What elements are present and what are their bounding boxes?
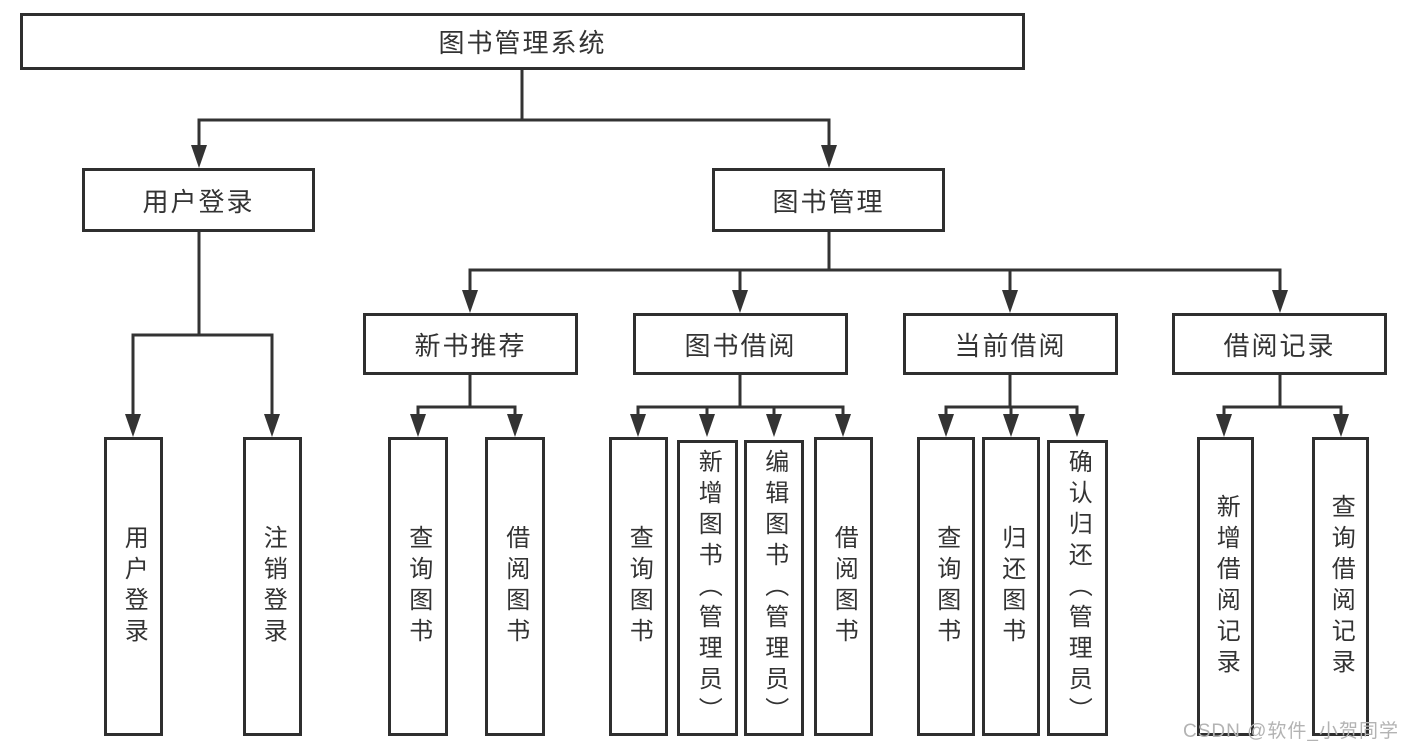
node-user-login: 用户登录 xyxy=(82,168,315,232)
node-current-borrowing-label: 当前借阅 xyxy=(954,330,1067,361)
arrow-down-icon xyxy=(191,145,207,168)
leaf-add-book-admin-label: 新增图书（管理员） xyxy=(694,448,722,728)
node-new-book-recommend-label: 新书推荐 xyxy=(414,330,527,361)
node-root: 图书管理系统 xyxy=(20,13,1025,70)
connector-root xyxy=(191,70,837,168)
node-book-borrowing-label: 图书借阅 xyxy=(684,330,797,361)
arrow-down-icon xyxy=(1216,414,1232,437)
leaf-confirm-return-admin-label: 确认归还（管理员） xyxy=(1064,448,1092,728)
leaf-query-borrow-record-label: 查询借阅记录 xyxy=(1327,493,1355,680)
node-user-login-label: 用户登录 xyxy=(142,186,255,217)
arrow-down-icon xyxy=(766,414,782,437)
arrow-down-icon xyxy=(264,414,280,437)
connector-book-management xyxy=(462,232,1288,313)
leaf-query-books-borrow-label: 查询图书 xyxy=(625,524,653,649)
node-root-label: 图书管理系统 xyxy=(438,28,607,58)
leaf-borrow-books-recommend-label: 借阅图书 xyxy=(501,524,529,649)
connector-book-borrowing xyxy=(630,375,851,437)
arrow-down-icon xyxy=(835,414,851,437)
leaf-borrow-books-borrow: 借阅图书 xyxy=(814,437,873,736)
arrow-down-icon xyxy=(462,290,478,313)
leaf-add-book-admin: 新增图书（管理员） xyxy=(677,440,738,736)
leaf-query-books-current-label: 查询图书 xyxy=(932,524,960,649)
leaf-edit-book-admin: 编辑图书（管理员） xyxy=(744,440,804,736)
leaf-borrow-books-recommend: 借阅图书 xyxy=(485,437,545,736)
leaf-query-books-recommend: 查询图书 xyxy=(388,437,448,736)
node-book-management-label: 图书管理 xyxy=(772,186,885,217)
node-borrowing-records: 借阅记录 xyxy=(1172,313,1387,375)
connector-borrowing-records xyxy=(1216,375,1349,437)
connector-current-borrowing xyxy=(938,375,1085,437)
leaf-query-borrow-record: 查询借阅记录 xyxy=(1312,437,1369,736)
arrow-down-icon xyxy=(732,290,748,313)
arrow-down-icon xyxy=(1272,290,1288,313)
leaf-return-books-label: 归还图书 xyxy=(997,524,1025,649)
arrow-down-icon xyxy=(507,414,523,437)
node-book-borrowing: 图书借阅 xyxy=(633,313,848,375)
leaf-query-books-current: 查询图书 xyxy=(917,437,975,736)
connector-new-book-recommend xyxy=(410,375,523,437)
arrow-down-icon xyxy=(1002,290,1018,313)
arrow-down-icon xyxy=(938,414,954,437)
node-book-management: 图书管理 xyxy=(712,168,945,232)
arrow-down-icon xyxy=(699,414,715,437)
node-current-borrowing: 当前借阅 xyxy=(903,313,1118,375)
leaf-borrow-books-borrow-label: 借阅图书 xyxy=(830,524,858,649)
leaf-query-books-borrow: 查询图书 xyxy=(609,437,668,736)
leaf-logout-label: 注销登录 xyxy=(259,524,287,649)
leaf-logout: 注销登录 xyxy=(243,437,302,736)
arrow-down-icon xyxy=(125,414,141,437)
leaf-add-borrow-record-label: 新增借阅记录 xyxy=(1212,493,1240,680)
arrow-down-icon xyxy=(1003,414,1019,437)
arrow-down-icon xyxy=(410,414,426,437)
arrow-down-icon xyxy=(1333,414,1349,437)
arrow-down-icon xyxy=(1069,414,1085,437)
leaf-edit-book-admin-label: 编辑图书（管理员） xyxy=(760,448,788,728)
leaf-return-books: 归还图书 xyxy=(982,437,1040,736)
leaf-user-login: 用户登录 xyxy=(104,437,163,736)
arrow-down-icon xyxy=(821,145,837,168)
csdn-watermark: CSDN @软件_小贺同学 xyxy=(1183,721,1399,742)
leaf-confirm-return-admin: 确认归还（管理员） xyxy=(1047,440,1108,736)
connector-user-login xyxy=(125,232,280,437)
node-new-book-recommend: 新书推荐 xyxy=(363,313,578,375)
node-borrowing-records-label: 借阅记录 xyxy=(1223,330,1336,361)
leaf-add-borrow-record: 新增借阅记录 xyxy=(1197,437,1254,736)
leaf-user-login-label: 用户登录 xyxy=(120,524,148,649)
leaf-query-books-recommend-label: 查询图书 xyxy=(404,524,432,649)
arrow-down-icon xyxy=(630,414,646,437)
